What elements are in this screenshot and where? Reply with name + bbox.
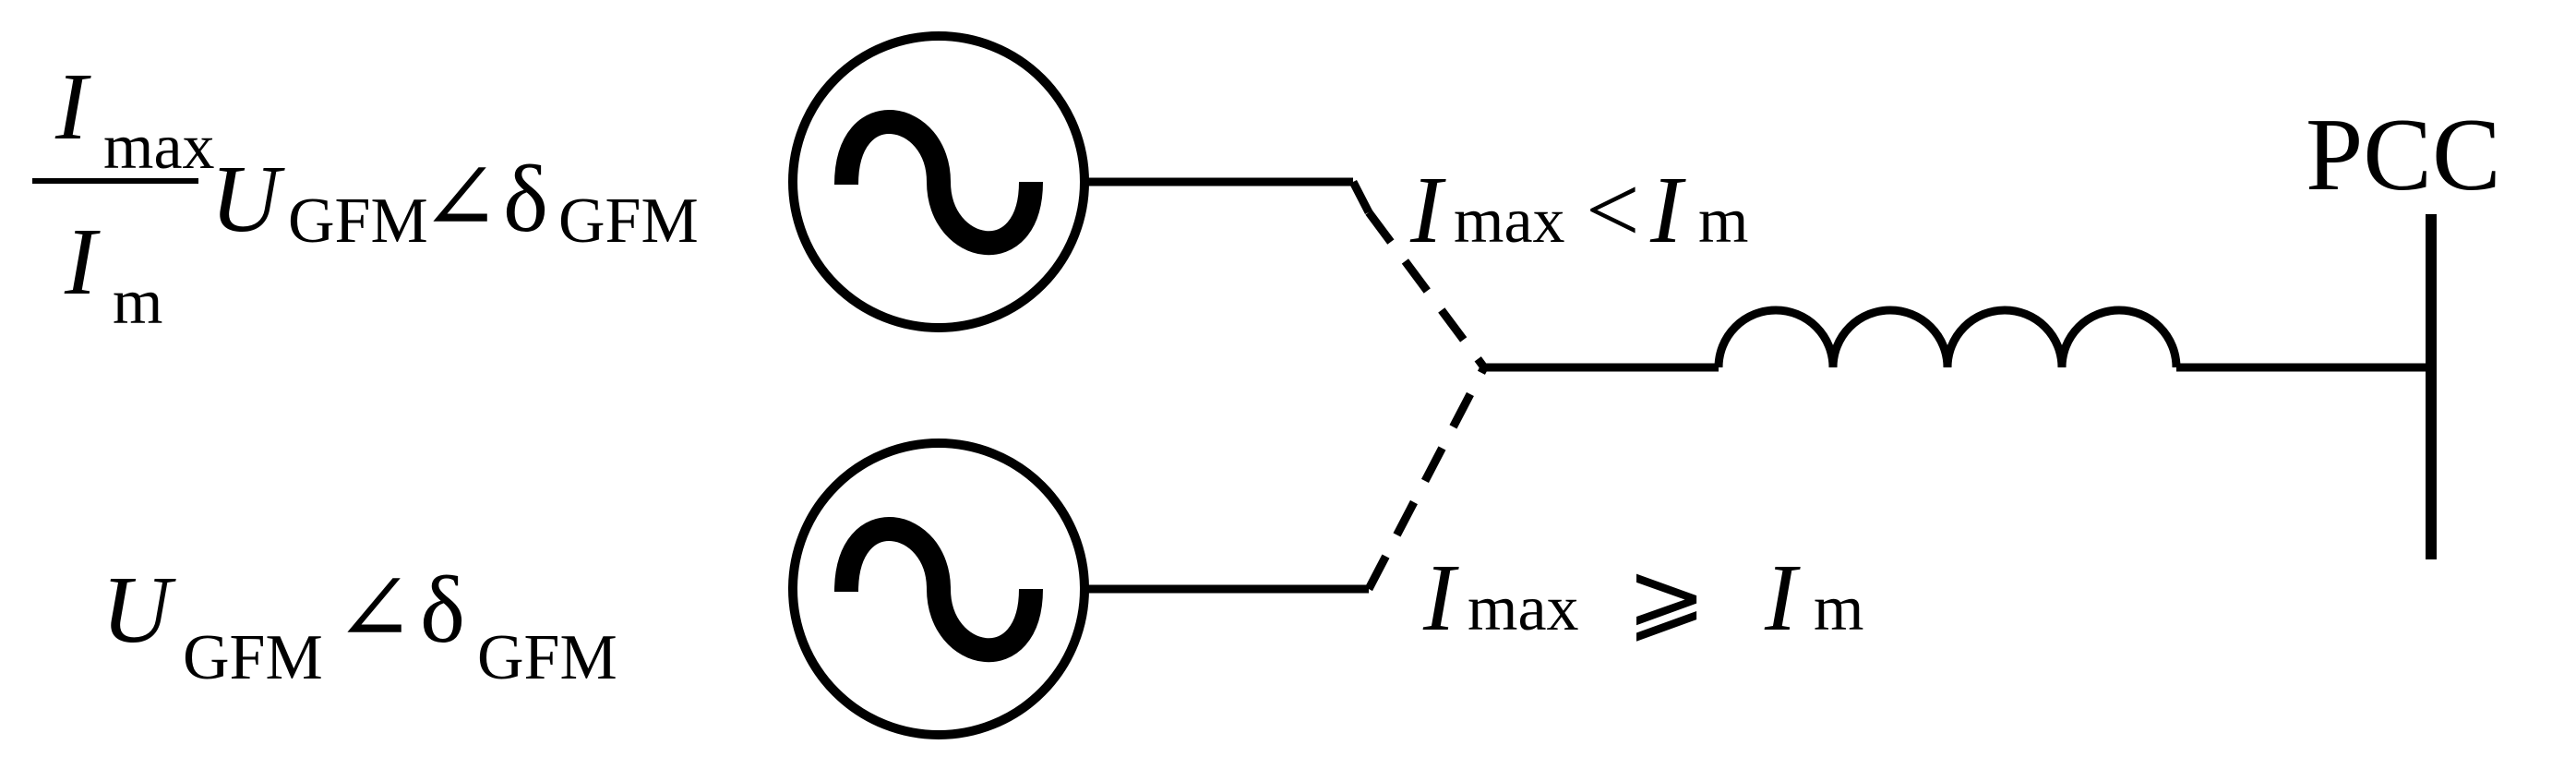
bottom-switch-condition: I max ⩾ I m (1422, 545, 1863, 651)
voltage-var: U (210, 146, 285, 252)
condition-right-var: I (1764, 545, 1801, 651)
top-switch-condition: I max < I m (1409, 157, 1748, 263)
condition-relation: ⩾ (1626, 545, 1707, 651)
ac-source-icon (788, 439, 1089, 739)
condition-left-var: I (1409, 157, 1446, 263)
bottom-switch-dashed (1365, 365, 1488, 592)
voltage-var: U (102, 557, 176, 663)
wiring (1084, 177, 2431, 594)
fraction-numerator-sub: max (103, 112, 215, 183)
condition-relation: < (1586, 157, 1640, 263)
inductor-icon (1714, 306, 2181, 368)
condition-right-var: I (1649, 157, 1686, 263)
voltage-sub: GFM (183, 622, 323, 693)
pcc-label: PCC (2306, 98, 2501, 212)
ac-source-icon (788, 31, 1089, 332)
angle-sub: GFM (558, 186, 699, 257)
top-switch-dashed (1365, 210, 1488, 370)
top-source-label: I max I m U GFM ∠ δ GFM (32, 54, 699, 338)
condition-right-sub: m (1814, 573, 1863, 644)
angle-var: δ (420, 557, 465, 663)
fraction-numerator-var: I (54, 54, 91, 160)
fraction-denominator-var: I (64, 209, 101, 315)
top-switch-stub (1348, 179, 1373, 215)
fraction-denominator-sub: m (113, 267, 162, 338)
voltage-sub: GFM (288, 186, 428, 257)
angle-var: δ (503, 146, 548, 252)
condition-left-sub: max (1454, 186, 1565, 257)
condition-right-sub: m (1698, 186, 1748, 257)
angle-sub: GFM (477, 622, 617, 693)
angle-symbol: ∠ (420, 146, 500, 252)
bottom-source-label: U GFM ∠ δ GFM (102, 557, 617, 693)
angle-symbol: ∠ (334, 557, 414, 663)
condition-left-sub: max (1468, 573, 1579, 644)
condition-left-var: I (1422, 545, 1459, 651)
